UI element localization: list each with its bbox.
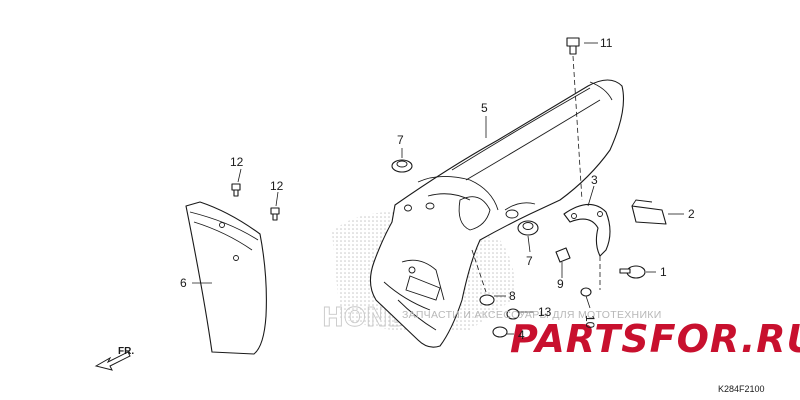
figure-code: K284F2100 [718, 384, 765, 394]
screw-left [231, 183, 241, 197]
grommet-lower [517, 220, 539, 236]
washer-4 [492, 326, 508, 338]
watermark-title: PARTSFOR.RU [510, 317, 800, 361]
callout-1: 1 [660, 265, 667, 279]
side-cover [185, 201, 267, 355]
callout-11: 11 [600, 36, 613, 50]
grommet-bolt [619, 265, 646, 279]
watermark-subtitle: ЗАПЧАСТИ И АКСЕССУАРЫ ДЛЯ МОТОТЕХНИКИ [402, 309, 662, 321]
callout-2: 2 [688, 207, 695, 221]
callout-3: 3 [591, 173, 598, 187]
callout-12-right: 12 [270, 179, 284, 193]
callout-9: 9 [557, 277, 564, 291]
leader-lines [192, 42, 684, 335]
callout-8: 8 [509, 289, 516, 303]
callout-12-left: 12 [230, 155, 244, 169]
clip [580, 287, 592, 297]
reflector [631, 199, 667, 225]
callout-13: 13 [538, 305, 552, 319]
collar [555, 247, 571, 263]
callout-6: 6 [180, 276, 187, 290]
bolt-13 [506, 308, 520, 320]
grommet-upper [391, 159, 413, 173]
flange-bolt-top [566, 37, 580, 55]
callout-labels: 1 2 3 4 5 6 7 7 8 9 10 11 12 12 13 [180, 36, 695, 342]
rear-fender [369, 79, 625, 348]
nut [479, 294, 495, 306]
front-direction-label: FR. [118, 346, 134, 357]
callout-7-upper: 7 [397, 133, 404, 147]
callout-4: 4 [518, 328, 525, 342]
callout-10: 10 [583, 315, 597, 329]
callout-7-lower: 7 [526, 254, 533, 268]
stay-bracket [563, 203, 611, 257]
screw-right [270, 207, 280, 221]
front-direction-arrow: FR. [94, 346, 134, 371]
callout-5: 5 [481, 101, 488, 115]
